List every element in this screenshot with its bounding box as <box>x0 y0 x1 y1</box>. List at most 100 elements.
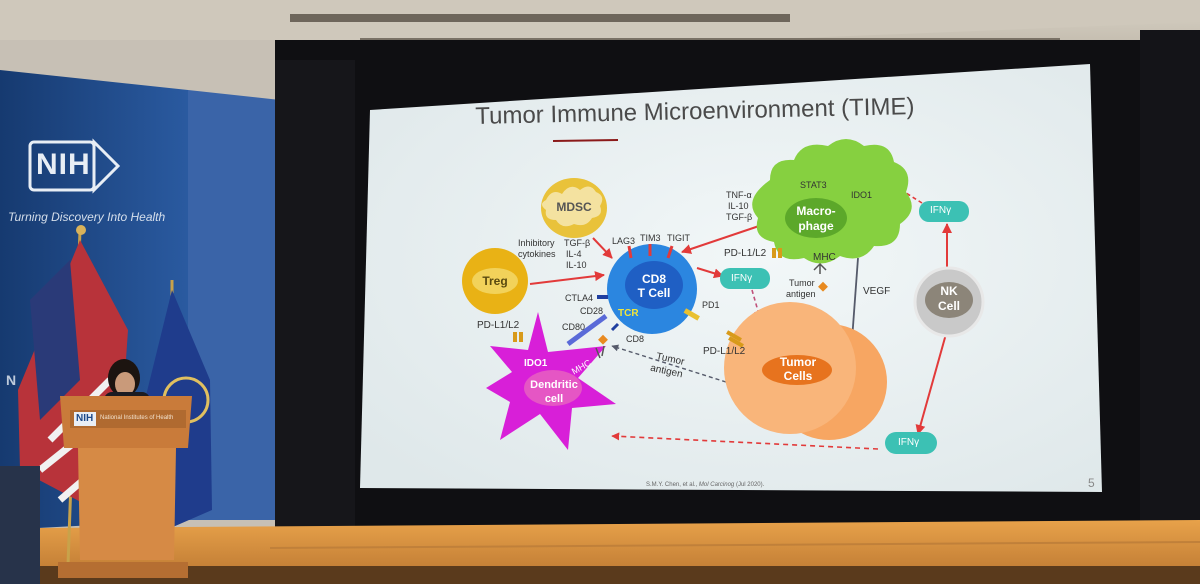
dendritic-nucleus <box>524 370 582 406</box>
tgfb-il4-line2: IL-4 <box>566 249 582 259</box>
podium-logo-box <box>74 412 96 426</box>
citation-journal: Mol Carcinog <box>698 482 735 488</box>
pdl1l2-macro-label: PD-L1/L2 <box>724 248 767 259</box>
ifng-pill-top <box>919 201 969 222</box>
dc-pdl-2 <box>519 332 523 342</box>
dc-antigen <box>598 334 608 345</box>
slide-page-number: 5 <box>1088 476 1095 490</box>
flagpole-left-finial <box>76 225 86 235</box>
ifng-bottom-label: IFNγ <box>898 437 920 448</box>
tumor-label-line1: Tumor <box>779 355 817 369</box>
macro-antigen <box>818 281 828 292</box>
slide-title-post: Microenvironment (TIME) <box>636 93 915 127</box>
dc-mhc-receptor <box>595 345 605 359</box>
nk-nucleus <box>925 282 973 318</box>
tgfb-il4-line3: IL-10 <box>566 260 587 270</box>
ifng-mid-label: IFNγ <box>731 273 753 284</box>
ifng-pill-mid <box>720 268 770 289</box>
tigit-receptor <box>666 245 674 259</box>
speaker-face <box>115 372 135 396</box>
lag3-receptor <box>627 245 633 259</box>
podium-base <box>58 562 188 578</box>
ceiling-light-strip <box>290 14 790 22</box>
tnfa-label-line3: TGF-β <box>726 212 753 222</box>
nih-banner-side <box>188 90 280 520</box>
slide-citation: S.M.Y. Chen, et al., Mol Carcinog (Jul 2… <box>646 482 764 488</box>
tim3-label: TIM3 <box>640 233 661 243</box>
arrow-cd8-ifng <box>696 267 724 279</box>
cd8-label-line1: CD8 <box>641 272 666 286</box>
slide-title-underlined: Immune <box>550 99 638 129</box>
dc-pdl-1 <box>513 332 517 342</box>
macrophage-label-line2: phage <box>798 219 834 233</box>
tcr-label: TCR <box>618 308 639 319</box>
vegf-label: VEGF <box>863 286 891 297</box>
stat3-label: STAT3 <box>800 180 827 190</box>
tumor-nucleus <box>762 355 832 385</box>
lag3-label: LAG3 <box>612 236 636 246</box>
pdl1l2-tumor-label: PD-L1/L2 <box>703 346 746 357</box>
curtain-left-fold <box>275 60 355 530</box>
pd1-receptor <box>683 308 700 321</box>
mhc-macro-label: MHC <box>813 252 836 263</box>
ctla4-label: CTLA4 <box>565 293 594 303</box>
cd8-nucleus <box>625 261 683 309</box>
tigit-label: TIGIT <box>667 233 690 243</box>
ido1-dc-label: IDO1 <box>524 358 548 369</box>
ctla4-receptor <box>597 295 608 299</box>
podium-column <box>78 448 176 560</box>
ido1-macro-label: IDO1 <box>851 190 873 200</box>
cd8-small-label: CD8 <box>626 334 645 344</box>
arrow-treg-cd8 <box>529 271 605 285</box>
citation-suffix: (Jul 2020). <box>734 482 765 488</box>
slide-title-pre: Tumor <box>475 101 551 130</box>
banner-tagline: Turning Discovery Into Health <box>8 210 166 224</box>
tumor-antigen-macro-line1: Tumor <box>789 278 815 288</box>
inhibitory-label-line1: Inhibitory <box>518 238 555 248</box>
tcr-receptor <box>610 322 620 332</box>
arrow-vegf <box>848 257 859 341</box>
dc-tcr-bridge <box>566 313 608 347</box>
cd8-label-line2: T Cell <box>637 286 671 300</box>
arrow-nk-ifng-bottom <box>915 333 947 435</box>
cd80-label: CD80 <box>562 322 586 332</box>
arrow-mdsc-cd8 <box>592 237 613 259</box>
tumor-antigen-macro-line2: antigen <box>786 289 816 299</box>
cd28-label: CD28 <box>580 306 604 316</box>
nk-label-line1: NK <box>940 284 958 298</box>
tumor-pdl-1 <box>726 330 742 342</box>
inhibitory-label-line2: cytokines <box>518 249 556 259</box>
dendritic-label-line1: Dendritic <box>530 379 578 391</box>
macrophage-label-line1: Macro- <box>796 204 836 218</box>
nih-logo-arrow <box>92 138 121 194</box>
arrow-macro-cd8 <box>681 224 763 254</box>
arrow-tumor-antigen <box>611 344 727 383</box>
tumor-pdl-2 <box>728 336 744 348</box>
macro-mhc-receptor <box>813 262 827 274</box>
macrophage-nucleus <box>785 198 847 238</box>
tnfa-label-line1: TNF-α <box>726 190 752 200</box>
stage-seam <box>269 541 1200 549</box>
banner-nih-logo: NIH <box>36 148 91 181</box>
dendritic-label-line2: cell <box>544 393 564 405</box>
citation-prefix: S.M.Y. Chen, et al., <box>646 482 699 488</box>
nk-label-line2: Cell <box>937 299 960 313</box>
treg-label: Treg <box>482 274 508 288</box>
tnfa-label-line2: IL-10 <box>728 201 749 211</box>
macro-pdl-2 <box>778 248 782 258</box>
pdl1l2-left-label: PD-L1/L2 <box>477 320 520 331</box>
curtain-right-fold <box>1140 30 1200 530</box>
pd1-label: PD1 <box>702 300 720 310</box>
podium-label: National Institutes of Health <box>100 415 174 421</box>
mdsc-nucleus <box>542 186 603 227</box>
side-table <box>0 466 40 584</box>
us-flag-canton <box>30 260 80 420</box>
ifng-pill-bottom <box>885 432 937 454</box>
tgfb-il4-line1: TGF-β <box>564 238 591 248</box>
podium-nih-logo: NIH <box>76 413 94 424</box>
macro-pdl-1 <box>772 248 776 258</box>
podium-plaque <box>70 410 186 428</box>
title-underline <box>552 139 619 142</box>
tumor-label-line2: Cells <box>783 369 813 383</box>
